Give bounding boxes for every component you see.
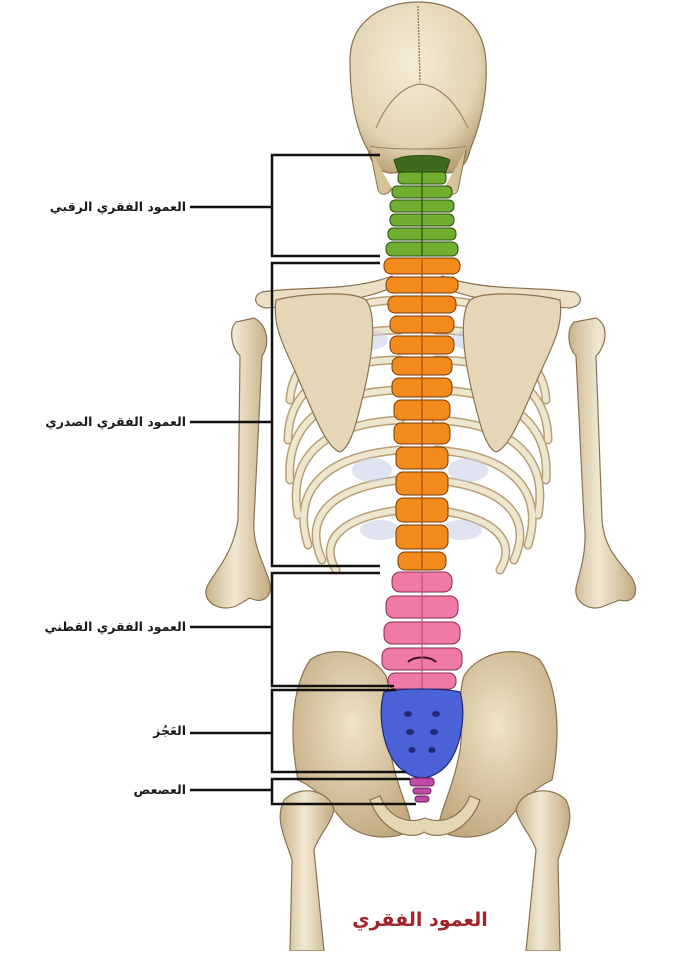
right-arm [568, 317, 637, 609]
diagram-title: العمود الفقري [352, 909, 488, 931]
femurs [279, 790, 571, 952]
lumbar-vertebrae [381, 571, 463, 690]
label-cervical-spine: العمود الفقري الرقبي [49, 199, 186, 214]
sacrum [380, 688, 464, 779]
scapulae [274, 293, 562, 453]
thoracic-vertebrae [383, 257, 461, 571]
coccyx [409, 777, 435, 803]
left-arm [205, 317, 271, 609]
label-brackets [190, 153, 416, 806]
label-lumbar-spine: العمود الفقري القطني [44, 619, 186, 634]
label-sacrum: العَجُز [153, 723, 186, 738]
label-thoracic-spine: العمود الفقري الصدري [45, 414, 186, 429]
label-coccyx: العصعص [133, 782, 186, 797]
skull [349, 1, 487, 195]
cervical-vertebrae [385, 155, 459, 257]
